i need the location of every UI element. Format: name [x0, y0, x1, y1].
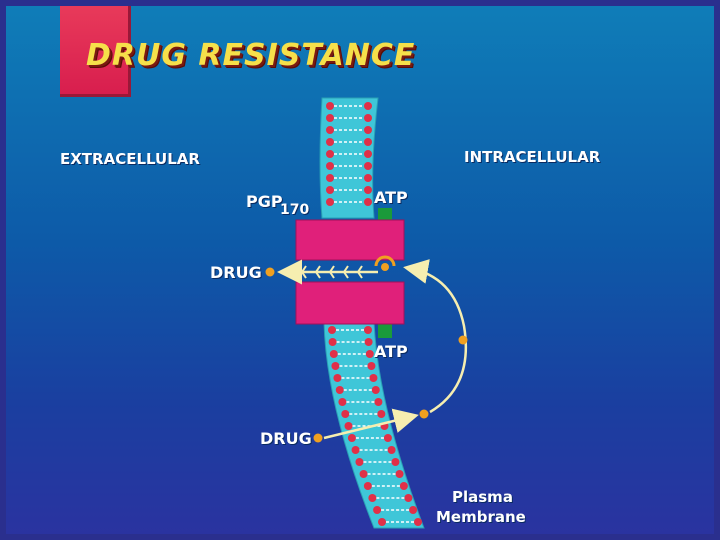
lipid-head	[414, 518, 422, 526]
lipid-head	[383, 434, 392, 442]
pgp-protein-lower	[295, 281, 405, 325]
label-pgp: PGP	[246, 192, 283, 211]
lipid-head	[364, 126, 372, 134]
lipid-head	[333, 374, 342, 382]
drug-molecule-exit	[265, 267, 275, 277]
lipid-head	[364, 102, 372, 110]
lipid-head	[335, 386, 344, 394]
lipid-head	[364, 338, 373, 346]
atp-binding-site-bottom	[378, 324, 392, 338]
lipid-head	[328, 338, 337, 346]
lipid-head	[326, 114, 334, 122]
drug-molecule-entry	[313, 433, 323, 443]
lipid-head	[326, 138, 334, 146]
lipid-head	[326, 126, 334, 134]
lipid-head	[391, 458, 400, 466]
lipid-head	[347, 434, 356, 442]
slide: DRUG RESISTANCE	[6, 6, 714, 534]
lipid-head	[329, 350, 338, 358]
lipid-head	[369, 374, 378, 382]
lipid-head	[371, 386, 380, 394]
lipid-head	[373, 506, 382, 514]
lipid-head	[387, 446, 396, 454]
drug-molecule-intracellular	[419, 409, 429, 419]
drug-molecule-bound	[381, 263, 389, 271]
atp-binding-site-top	[378, 208, 392, 222]
lipid-head	[326, 102, 334, 110]
drug-entry-arrow	[323, 408, 419, 440]
lipid-head	[364, 162, 372, 170]
label-membrane: Membrane	[436, 508, 526, 526]
drug-molecule-cytoplasm	[458, 335, 468, 345]
lipid-head	[351, 446, 360, 454]
plasma-membrane-upper	[319, 97, 379, 219]
lipid-head	[326, 186, 334, 194]
title-accent-block	[60, 6, 131, 97]
lipid-head	[365, 350, 374, 358]
lipid-head	[338, 398, 347, 406]
label-drug-exit: DRUG	[210, 263, 262, 282]
label-atp-bottom: ATP	[374, 342, 408, 361]
lipid-head	[326, 174, 334, 182]
lipid-head	[359, 470, 368, 478]
lipid-head	[355, 458, 364, 466]
drug-efflux-diagram	[265, 97, 468, 529]
lipid-head	[326, 150, 334, 158]
label-extracellular: EXTRACELLULAR	[60, 150, 200, 168]
label-pgp-subscript: 170	[280, 202, 310, 218]
lipid-head	[344, 422, 353, 430]
lipid-head	[331, 362, 340, 370]
lipid-head	[377, 410, 386, 418]
lipid-head	[328, 326, 336, 334]
lipid-head	[364, 326, 372, 334]
lipid-head	[374, 398, 383, 406]
drug-binding-pocket	[374, 255, 396, 267]
lipid-head	[364, 150, 372, 158]
lipid-head	[404, 494, 413, 502]
lipid-head	[378, 518, 386, 526]
lipid-head	[341, 410, 350, 418]
lipid-head	[399, 482, 408, 490]
slide-title: DRUG RESISTANCE	[86, 38, 416, 73]
lipid-head	[326, 162, 334, 170]
lipid-head	[395, 470, 404, 478]
lipid-head	[364, 186, 372, 194]
label-atp-top: ATP	[374, 188, 408, 207]
lipid-head	[326, 198, 334, 206]
label-drug-entry: DRUG	[260, 429, 312, 448]
lipid-head	[364, 114, 372, 122]
lipid-bilayer-lower	[328, 326, 422, 526]
lipid-head	[363, 482, 372, 490]
lipid-head	[409, 506, 418, 514]
lipid-head	[364, 138, 372, 146]
drug-recapture-arrow	[403, 259, 468, 414]
lipid-head	[367, 362, 376, 370]
lipid-head	[364, 198, 372, 206]
label-intracellular: INTRACELLULAR	[464, 148, 601, 166]
pgp-protein-upper	[295, 219, 405, 261]
label-plasma: Plasma	[452, 488, 513, 506]
lipid-head	[368, 494, 377, 502]
lipid-bilayer-upper	[326, 102, 372, 206]
lipid-head	[364, 174, 372, 182]
